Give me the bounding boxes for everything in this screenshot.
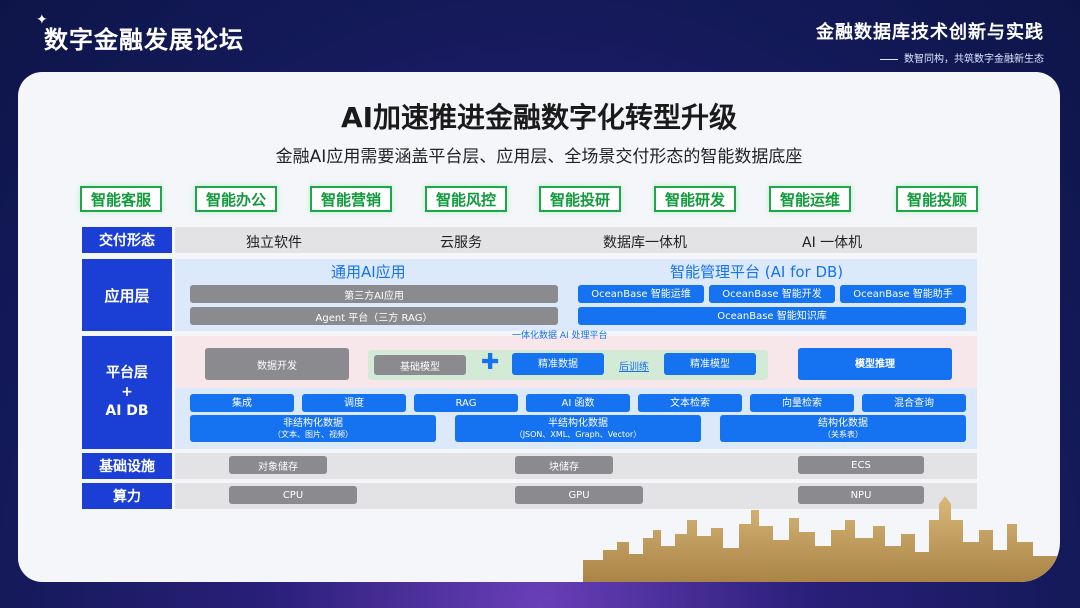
data-type-name: 半结构化数据 [548,417,608,429]
ob-ops-box: OceanBase 智能运维 [578,285,704,303]
data-type-desc: （关系表） [823,429,863,439]
page-title: AI加速推进金融数字化转型升级 [340,101,738,134]
scenario-chip: 智能办公 [195,186,277,212]
delivery-item: AI 一体机 [802,235,863,251]
infra-label: 基础设施 [82,453,172,479]
agent-platform-box: Agent 平台（三方 RAG） [190,307,558,325]
delivery-band [175,227,977,253]
post-train-arrow: 后训练 [619,362,649,373]
compute-label: 算力 [82,483,172,509]
plus-icon: ✚ [481,350,500,375]
delivery-item: 云服务 [440,235,482,251]
platform-label-line: 平台层 [106,365,148,382]
third-party-ai-box: 第三方AI应用 [190,285,558,303]
scenario-chip: 智能营销 [310,186,392,212]
forum-logo: 数字金融发展论坛 [44,25,244,54]
data-dev-box: 数据开发 [205,348,349,380]
scenario-chip: 智能投研 [539,186,621,212]
pipeline-title: 一体化数据 AI 处理平台 [512,331,608,341]
main-slide-card: AI加速推进金融数字化转型升级 金融AI应用需要涵盖平台层、应用层、全场景交付形… [18,72,1060,582]
capability-box: 向量检索 [750,394,854,412]
cpu-box: CPU [229,486,357,504]
event-branding: 金融数据库技术创新与实践 数智同构，共筑数字金融新生态 [816,18,1044,65]
sparkle-icon: ✦ [36,12,48,28]
npu-box: NPU [798,486,924,504]
platform-layer-label: 平台层 + AI DB [82,336,172,449]
ecs-box: ECS [798,456,924,474]
scenario-chip: 智能投顾 [896,186,978,212]
delivery-item: 独立软件 [246,235,302,251]
capability-box: 文本检索 [638,394,742,412]
ob-knowledge-box: OceanBase 智能知识库 [578,307,966,325]
delivery-item: 数据库一体机 [603,235,687,251]
ob-assistant-box: OceanBase 智能助手 [840,285,966,303]
ob-dev-box: OceanBase 智能开发 [709,285,835,303]
platform-label-line: AI DB [105,402,149,419]
object-storage-box: 对象储存 [229,456,327,474]
scenario-chip: 智能研发 [654,186,736,212]
platform-label-plus: + [121,384,133,401]
general-ai-title: 通用AI应用 [331,263,406,281]
event-tagline: 数智同构，共筑数字金融新生态 [816,50,1044,65]
data-type-desc: （文本、图片、视频） [273,429,353,439]
data-type-desc: （JSON、XML、Graph、Vector） [514,429,642,439]
capability-box: AI 函数 [526,394,630,412]
city-skyline-illustration [583,496,1060,582]
page-subtitle: 金融AI应用需要涵盖平台层、应用层、全场景交付形态的智能数据底座 [275,147,803,167]
event-title: 金融数据库技术创新与实践 [816,22,1044,43]
precise-model-box: 精准模型 [664,353,756,375]
unstructured-data-box: 非结构化数据 （文本、图片、视频） [190,415,436,442]
block-storage-box: 块储存 [515,456,613,474]
scenario-chip: 智能客服 [80,186,162,212]
capability-box: 混合查询 [862,394,966,412]
precise-data-box: 精准数据 [512,353,604,375]
delivery-label: 交付形态 [82,227,172,253]
inference-box: 模型推理 [798,348,952,380]
base-model-box: 基础模型 [374,355,466,375]
semistructured-data-box: 半结构化数据 （JSON、XML、Graph、Vector） [455,415,701,442]
scenario-chip: 智能运维 [769,186,851,212]
capability-box: 集成 [190,394,294,412]
capability-box: 调度 [302,394,406,412]
mgmt-platform-title: 智能管理平台 (AI for DB) [670,263,844,281]
scenario-chip: 智能风控 [425,186,507,212]
gpu-box: GPU [515,486,643,504]
capability-box: RAG [414,394,518,412]
data-type-name: 非结构化数据 [283,417,343,429]
app-layer-label: 应用层 [82,259,172,331]
structured-data-box: 结构化数据 （关系表） [720,415,966,442]
data-type-name: 结构化数据 [818,417,868,429]
